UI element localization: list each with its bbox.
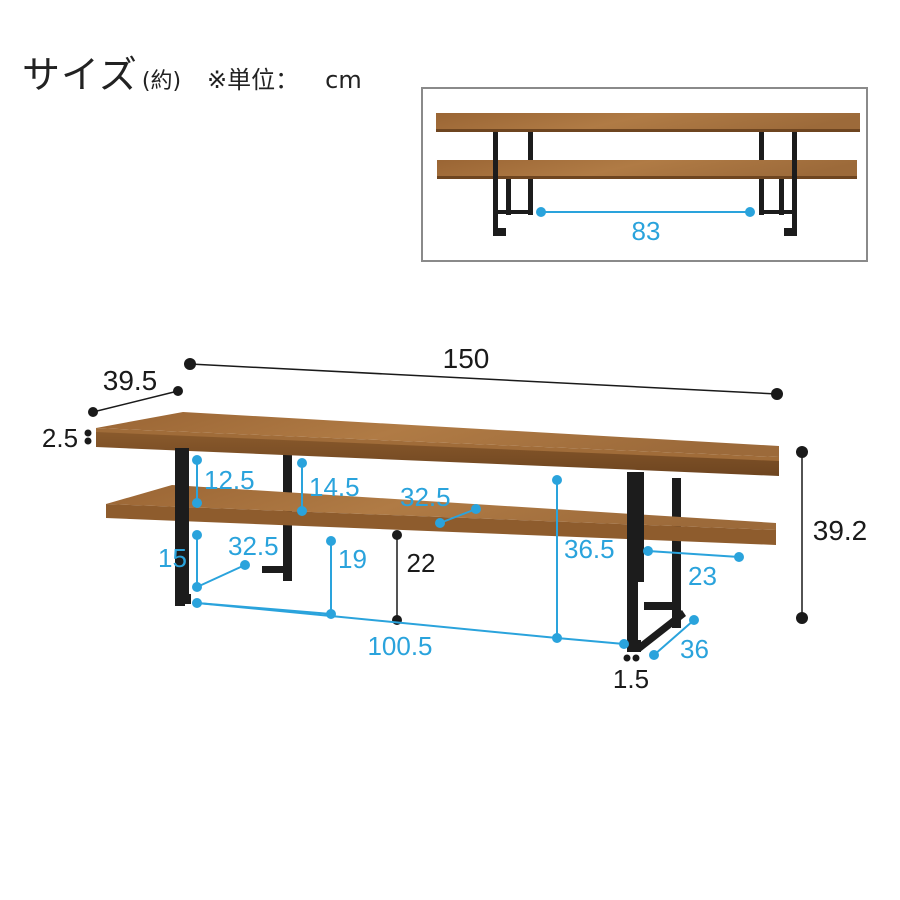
thickness-dot-top	[84, 429, 92, 437]
width-line	[189, 363, 778, 395]
inner-width-label: 100.5	[367, 631, 432, 661]
front-right-leg	[627, 472, 686, 652]
inset-right-leg	[759, 132, 797, 236]
inset-frame	[421, 87, 868, 262]
inset-top-board	[436, 113, 860, 132]
shelf-gap-left-label: 12.5	[204, 465, 255, 495]
height-dot-bottom	[796, 612, 808, 624]
width-label: 150	[443, 343, 490, 374]
leg-depth-label: 36	[680, 634, 709, 664]
width-dot-right	[771, 388, 783, 400]
inset-front-view: 83	[436, 113, 860, 246]
shelf-depth-left-label: 32.5	[228, 531, 279, 561]
height-label: 39.2	[813, 515, 868, 546]
thickness-dot-bottom	[84, 437, 92, 445]
inset-83-dot-left	[536, 207, 546, 217]
inset-shelf-board-edge	[437, 176, 857, 179]
depth-dot-right	[173, 386, 183, 396]
inner-height-right-label: 36.5	[564, 534, 615, 564]
height-dot-top	[796, 446, 808, 458]
lower-clear-left-label: 15	[158, 543, 187, 573]
front-left-leg	[175, 448, 191, 606]
unit-label: cm	[325, 66, 362, 94]
shelf-height-label: 22	[407, 548, 436, 578]
approx-label: (約)	[141, 69, 182, 94]
shelf-depth-right-label: 23	[688, 561, 717, 591]
top-board-front-face	[96, 432, 779, 476]
inset-leg-span-label: 83	[632, 216, 661, 246]
blue-dimension-labels: 12.5 14.5 32.5 15 32.5 19 36.5 23 100.5 …	[158, 465, 717, 664]
top-thickness-label: 2.5	[42, 423, 78, 453]
inset-left-leg	[493, 132, 533, 236]
depth-label: 39.5	[103, 365, 158, 396]
leg-thickness-dot-right	[632, 654, 640, 662]
black-dimensions: 150 39.5 2.5 39.2 22 1.5	[42, 343, 867, 694]
top-board-surface	[96, 412, 779, 457]
inset-top-board-edge	[436, 129, 860, 132]
shelf-board-surface	[106, 485, 776, 530]
depth-dot-left	[88, 407, 98, 417]
lower-clear-mid-label: 19	[338, 544, 367, 574]
depth-line	[92, 390, 179, 413]
leg-thickness-dot-left	[623, 654, 631, 662]
inset-shelf-board	[437, 160, 857, 179]
page-title: サイズ(約) ※単位： cm	[22, 44, 362, 99]
inset-83-dot-right	[745, 207, 755, 217]
shelf-gap-mid-label: 14.5	[309, 472, 360, 502]
shelf-depth-mid-label: 32.5	[400, 482, 451, 512]
shelf-height-dot-top	[392, 530, 402, 540]
blue-dimension-dots	[192, 455, 744, 660]
size-heading: サイズ	[22, 53, 138, 97]
leg-thickness-label: 1.5	[613, 664, 649, 694]
width-dot-left	[184, 358, 196, 370]
unit-prefix: ※単位：	[207, 66, 300, 94]
